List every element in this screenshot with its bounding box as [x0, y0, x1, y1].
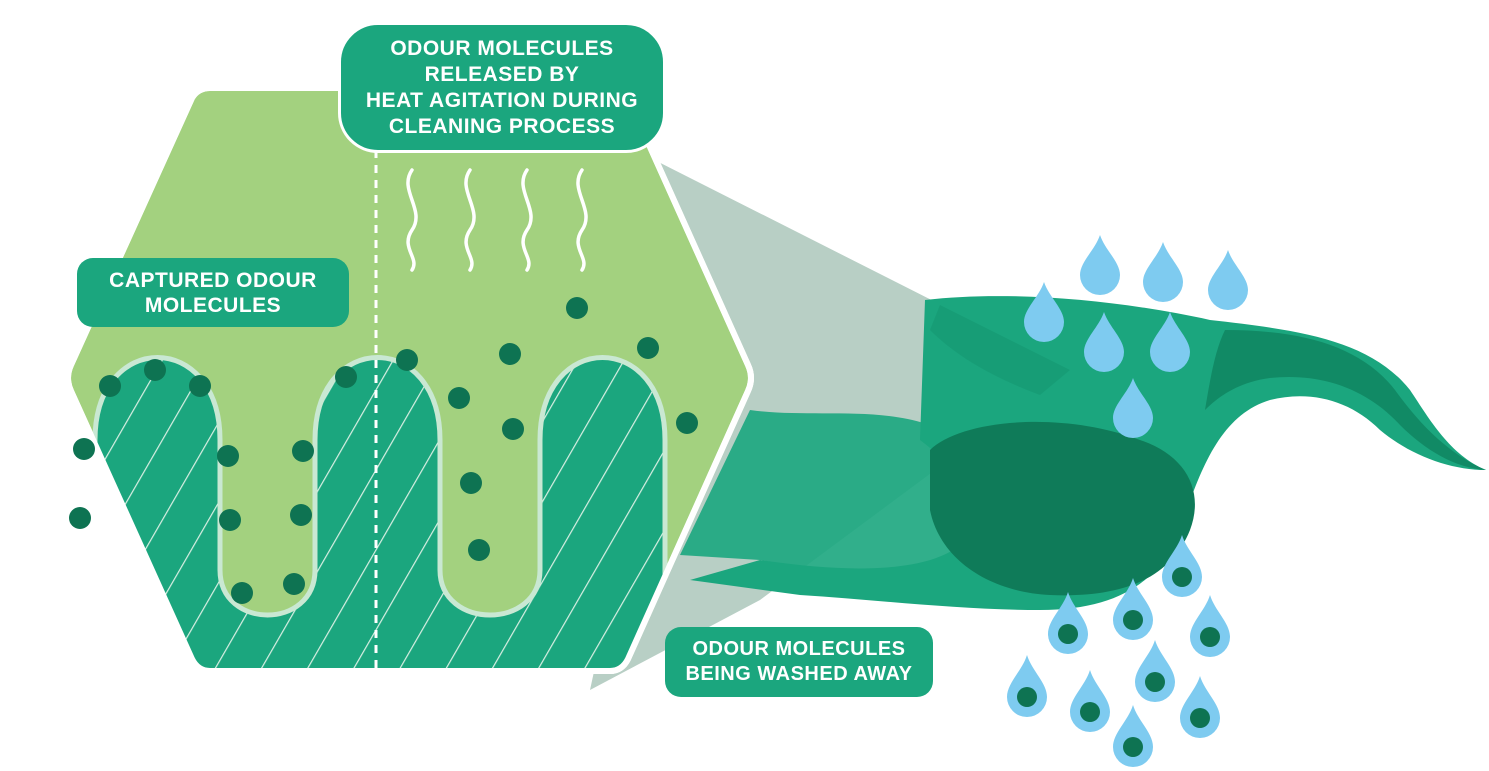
- water-drop-icon: [1143, 242, 1183, 302]
- water-drop-icon: [1113, 578, 1153, 640]
- steam-wave-icon: [464, 168, 476, 272]
- fabric-fibres: [68, 357, 751, 671]
- steam-wave-icon: [576, 168, 588, 272]
- water-drop-icon: [1007, 655, 1047, 717]
- captured-molecules-label: CAPTURED ODOUR MOLECULES: [77, 258, 349, 327]
- molecule-icon: [189, 375, 211, 397]
- steam-wave-icon: [521, 168, 533, 272]
- released-molecules-label: ODOUR MOLECULES RELEASED BY HEAT AGITATI…: [338, 22, 666, 153]
- molecule-icon: [499, 343, 521, 365]
- captured-line-2: MOLECULES: [144, 293, 282, 317]
- molecule-icon: [468, 539, 490, 561]
- fabric-cloth: [680, 296, 1486, 610]
- fabric-label: ECO-WORLD FABRIC: [240, 672, 520, 706]
- water-drop-icon: [1190, 595, 1230, 657]
- water-drop-icon: [1080, 235, 1120, 295]
- water-drop-icon: [1084, 312, 1124, 372]
- water-drop-icon: [1135, 640, 1175, 702]
- molecule-icon: [99, 375, 121, 397]
- water-drop-icon: [1070, 670, 1110, 732]
- molecule-icon: [566, 297, 588, 319]
- molecule-icon: [283, 573, 305, 595]
- washed-line-2: BEING WASHED AWAY: [685, 663, 913, 685]
- water-drop-icon: [1113, 705, 1153, 767]
- molecule-icon: [217, 445, 239, 467]
- molecule-icon: [69, 507, 91, 529]
- washed-molecules-label: ODOUR MOLECULES BEING WASHED AWAY: [665, 627, 933, 697]
- water-drop-icon: [1024, 282, 1064, 342]
- captured-line-1: CAPTURED ODOUR: [109, 268, 317, 292]
- washed-line-1: ODOUR MOLECULES: [692, 638, 906, 660]
- molecule-icon: [460, 472, 482, 494]
- released-line-2: RELEASED BY: [424, 62, 580, 86]
- steam-wave-icon: [406, 168, 418, 272]
- water-drop-icon: [1150, 312, 1190, 372]
- molecule-icon: [502, 418, 524, 440]
- molecule-icon: [676, 412, 698, 434]
- molecule-icon: [231, 582, 253, 604]
- molecule-icon: [396, 349, 418, 371]
- water-drop-icon: [1113, 378, 1153, 438]
- water-drop-icon: [1048, 592, 1088, 654]
- molecule-icon: [292, 440, 314, 462]
- molecule-icon: [448, 387, 470, 409]
- fabric-label-text: ECO-WORLD FABRIC: [268, 677, 492, 700]
- molecule-icon: [73, 438, 95, 460]
- washed-drops: [1007, 535, 1230, 767]
- molecule-icon: [290, 504, 312, 526]
- water-drop-icon: [1208, 250, 1248, 310]
- molecule-icon: [144, 359, 166, 381]
- released-line-1: ODOUR MOLECULES: [390, 36, 614, 60]
- molecule-icon: [219, 509, 241, 531]
- released-line-4: CLEANING PROCESS: [388, 114, 616, 138]
- water-drop-icon: [1180, 676, 1220, 738]
- molecule-icon: [637, 337, 659, 359]
- molecule-icon: [335, 366, 357, 388]
- released-line-3: HEAT AGITATION DURING: [365, 88, 639, 112]
- water-drop-icon: [1162, 535, 1202, 597]
